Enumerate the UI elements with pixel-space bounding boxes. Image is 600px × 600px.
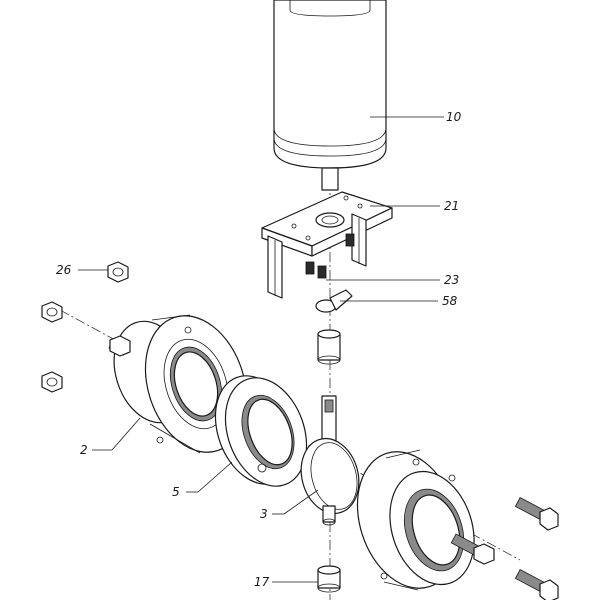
- callout-26: 26: [56, 263, 72, 277]
- end-flange: [356, 449, 495, 591]
- callout-10: 10: [446, 110, 462, 124]
- upper-bushing: [317, 329, 341, 365]
- callout-21: 21: [444, 199, 459, 213]
- actuator-cylinder: [273, 0, 387, 191]
- seat-ring: [214, 375, 308, 487]
- callout-58: 58: [442, 294, 458, 308]
- disc: [300, 395, 360, 526]
- mounting-bracket: [261, 191, 393, 299]
- bolts: [514, 497, 559, 600]
- lower-bushing: [317, 565, 341, 593]
- key: [315, 289, 353, 313]
- callout-23: 23: [444, 273, 459, 287]
- callout-17: 17: [254, 575, 270, 589]
- nuts: [41, 261, 129, 393]
- callout-labels: 10 21 26 23 58 2 5 3 17: [56, 110, 462, 589]
- leader-lines: [78, 116, 444, 583]
- callout-3: 3: [260, 507, 268, 521]
- callout-5: 5: [172, 485, 180, 499]
- body-flange: [108, 314, 248, 454]
- callout-2: 2: [80, 443, 88, 457]
